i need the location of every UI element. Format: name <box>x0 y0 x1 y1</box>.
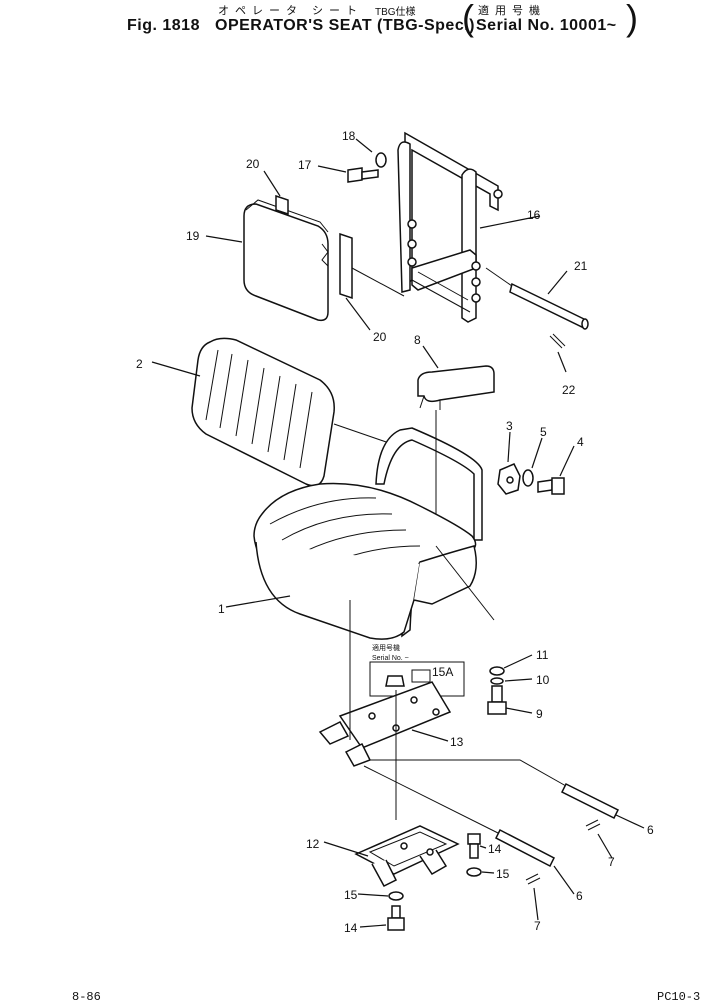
callout-3: 3 <box>506 419 513 433</box>
callout-labels: 1 2 3 4 5 6 6 7 7 8 9 10 11 12 13 14 14 … <box>136 129 654 935</box>
callout-7-lower: 7 <box>534 919 541 933</box>
callout-9: 9 <box>536 707 543 721</box>
bolt-14-lower <box>387 905 405 931</box>
bolt-9 <box>487 685 507 715</box>
bolt-17 <box>347 167 379 183</box>
callout-22: 22 <box>562 383 576 397</box>
callout-5: 5 <box>540 425 547 439</box>
footer-model: PC10-3 <box>657 990 701 1004</box>
callout-6-upper: 6 <box>647 823 654 837</box>
washer-11 <box>489 666 505 676</box>
washer-15-lower <box>388 891 404 901</box>
callout-1: 1 <box>218 602 225 616</box>
callout-20-lower: 20 <box>373 330 387 344</box>
bolt-14-upper <box>467 833 481 859</box>
cotter-pin-7-upper <box>585 819 601 831</box>
callout-15-right: 15 <box>496 867 510 881</box>
pin-21 <box>509 282 589 330</box>
head-cushion-19 <box>243 199 329 322</box>
slide-plate-13 <box>318 681 452 767</box>
paren-left: ( <box>462 0 474 38</box>
callout-13: 13 <box>450 735 464 749</box>
cotter-pin-7-lower <box>525 873 541 885</box>
inset-jp: 適用号機 <box>372 643 400 652</box>
callout-6-lower: 6 <box>576 889 583 903</box>
backrest-2 <box>191 337 335 487</box>
washer-10 <box>490 677 504 685</box>
jp-serial: 適用号機 <box>478 5 546 17</box>
figure-number: Fig. 1818 <box>127 17 200 34</box>
callout-14-upper: 14 <box>488 842 502 856</box>
callout-4: 4 <box>577 435 584 449</box>
rail-pin-6-upper <box>370 759 620 820</box>
inset-serial: Serial No. ~ <box>372 655 409 662</box>
washer-18 <box>375 152 387 168</box>
callout-7-upper: 7 <box>608 855 615 869</box>
armrest-pad-8 <box>417 365 495 410</box>
callout-12: 12 <box>306 837 320 851</box>
bracket-3 <box>497 463 521 495</box>
callout-2: 2 <box>136 357 143 371</box>
washer-15-right <box>466 867 482 877</box>
jp-spec: TBG仕様 <box>375 7 416 18</box>
footer-page: 8-86 <box>72 990 101 1004</box>
jp-title: オペレータ シート <box>218 5 364 17</box>
callout-15A: 15A <box>432 665 453 679</box>
cotter-pin-22 <box>549 333 566 349</box>
callout-11: 11 <box>536 648 549 662</box>
callout-8: 8 <box>414 333 421 347</box>
washer-5 <box>522 469 534 487</box>
base-bracket-12 <box>354 825 460 887</box>
bracket-frame <box>397 131 503 323</box>
seat-cushion-1 <box>253 482 477 640</box>
rail-pin-6-lower <box>363 765 556 868</box>
callout-20-upper: 20 <box>246 157 260 171</box>
callout-16: 16 <box>527 208 541 222</box>
serial-range: Serial No. 10001~ <box>476 17 617 34</box>
callout-21: 21 <box>574 259 588 273</box>
paren-right: ) <box>626 0 638 38</box>
leader-lines <box>151 138 645 928</box>
figure-title: OPERATOR'S SEAT (TBG-Spec.) <box>215 17 475 34</box>
tab-20-lower <box>339 232 353 300</box>
bolt-4 <box>537 477 565 495</box>
callout-19: 19 <box>186 229 200 243</box>
callout-17: 17 <box>298 158 312 172</box>
callout-15-lower: 15 <box>344 888 358 902</box>
callout-14-lower: 14 <box>344 921 358 935</box>
tab-20-upper <box>275 194 289 216</box>
serial-inset <box>369 661 465 697</box>
callout-10: 10 <box>536 673 550 687</box>
callout-18: 18 <box>342 129 356 143</box>
